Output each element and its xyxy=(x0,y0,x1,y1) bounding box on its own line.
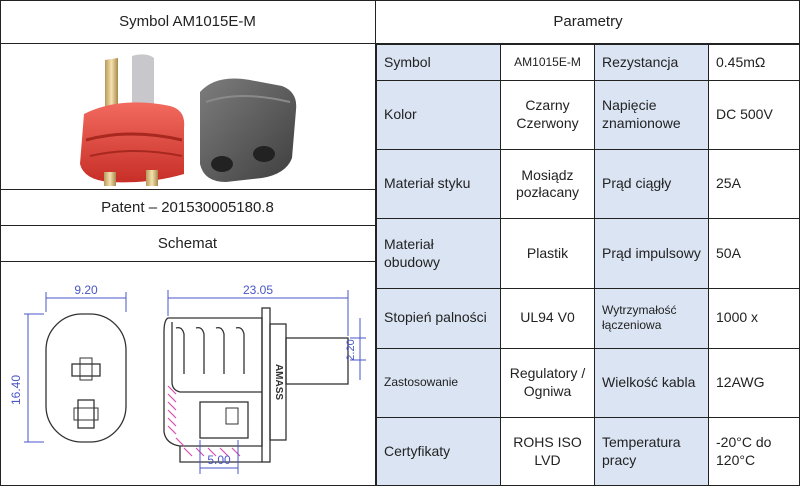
technical-drawing: 9.20 16.40 xyxy=(0,262,375,486)
table-row: Zastosowanie Regulatory / Ogniwa Wielkoś… xyxy=(377,348,800,417)
param-value: 25A xyxy=(709,150,800,219)
black-female-connector xyxy=(200,79,296,183)
dimension-drawing: 9.20 16.40 xyxy=(0,262,375,486)
patent-row: Patent – 201530005180.8 xyxy=(0,190,375,226)
dim-length-label: 23.05 xyxy=(243,283,273,297)
parameters-table: Symbol AM1015E-M Rezystancja 0.45mΩ Kolo… xyxy=(376,44,800,486)
param-value: 12AWG xyxy=(709,348,800,417)
param-label: Temperatura pracy xyxy=(595,417,709,486)
param-value: AM1015E-M xyxy=(501,45,595,81)
param-value: 0.45mΩ xyxy=(709,45,800,81)
param-value: Mosiądz pozłacany xyxy=(501,150,595,219)
param-label: Prąd ciągły xyxy=(595,150,709,219)
table-row: Symbol AM1015E-M Rezystancja 0.45mΩ xyxy=(377,45,800,81)
dim-offset-label: 5.00 xyxy=(207,453,231,467)
param-value: ROHS ISO LVD xyxy=(501,417,595,486)
red-male-connector xyxy=(80,54,184,186)
table-row: Materiał obudowy Plastik Prąd impulsowy … xyxy=(377,219,800,288)
parameters-panel: Parametry Symbol AM1015E-M Rezystancja 0… xyxy=(376,0,800,486)
param-label: Napięcie znamionowe xyxy=(595,80,709,149)
param-value: Czarny Czerwony xyxy=(501,80,595,149)
param-value: 1000 x xyxy=(709,288,800,348)
param-value: 50A xyxy=(709,219,800,288)
param-label: Stopień palności xyxy=(377,288,501,348)
table-row: Stopień palności UL94 V0 Wytrzymałość łą… xyxy=(377,288,800,348)
param-label: Wytrzymałość łączeniowa xyxy=(595,288,709,348)
parameters-header: Parametry xyxy=(376,0,800,44)
schematic-title: Schemat xyxy=(0,226,375,262)
param-value: DC 500V xyxy=(709,80,800,149)
param-label: Kolor xyxy=(377,80,501,149)
param-label: Prąd impulsowy xyxy=(595,219,709,288)
param-label: Wielkość kabla xyxy=(595,348,709,417)
dim-pin-label: 2.20 xyxy=(345,339,357,360)
side-view xyxy=(164,308,348,462)
param-value: Regulatory / Ogniwa xyxy=(501,348,595,417)
connector-illustration xyxy=(0,44,375,189)
table-row: Materiał styku Mosiądz pozłacany Prąd ci… xyxy=(377,150,800,219)
left-panel: Symbol AM1015E-M xyxy=(0,0,376,486)
dim-height-label: 16.40 xyxy=(9,375,23,405)
param-label: Materiał styku xyxy=(377,150,501,219)
param-label: Materiał obudowy xyxy=(377,219,501,288)
param-label: Rezystancja xyxy=(595,45,709,81)
param-value: UL94 V0 xyxy=(501,288,595,348)
product-photo xyxy=(0,44,375,190)
table-row: Certyfikaty ROHS ISO LVD Temperatura pra… xyxy=(377,417,800,486)
param-label: Certyfikaty xyxy=(377,417,501,486)
dim-width-label: 9.20 xyxy=(74,283,98,297)
housing-brand-text: AMASS xyxy=(273,364,284,400)
table-row: Kolor Czarny Czerwony Napięcie znamionow… xyxy=(377,80,800,149)
symbol-header: Symbol AM1015E-M xyxy=(0,0,375,44)
param-value: -20°C do 120°C xyxy=(709,417,800,486)
param-label: Symbol xyxy=(377,45,501,81)
param-value: Plastik xyxy=(501,219,595,288)
param-label: Zastosowanie xyxy=(377,348,501,417)
front-view xyxy=(46,314,126,442)
